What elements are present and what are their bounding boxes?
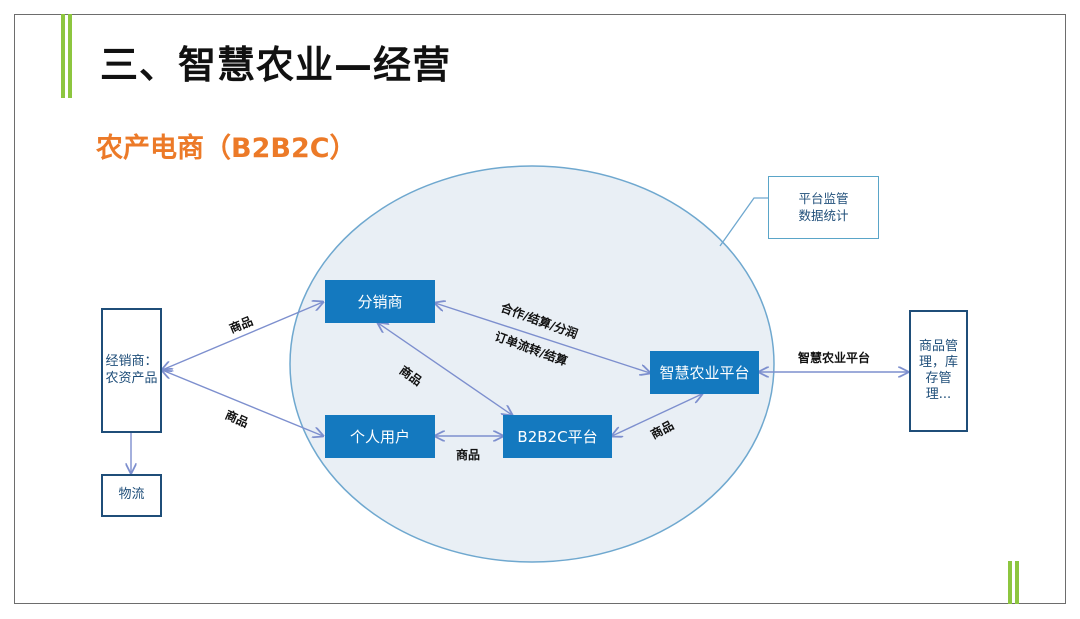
dealer-node: 经销商：农资产品	[101, 308, 162, 433]
supervision-node: 平台监管 数据统计	[768, 176, 879, 239]
accent-bar-right-2	[1015, 561, 1019, 604]
smart-platform-node: 智慧农业平台	[650, 351, 759, 394]
accent-bar-left-2	[68, 14, 72, 98]
logistics-node: 物流	[101, 474, 162, 517]
edge-dealer-distributor	[162, 302, 323, 370]
supervision-label: 平台监管 数据统计	[798, 191, 849, 223]
edge-label-individual-b2b2c: 商品	[456, 448, 481, 462]
distributor-label: 分销商	[357, 293, 403, 311]
distributor-node: 分销商	[325, 280, 435, 323]
edge-b2b2c-smart	[612, 394, 702, 436]
smart-platform-label: 智慧农业平台	[659, 364, 750, 382]
section-subtitle: 农产电商（B2B2C）	[96, 133, 357, 164]
callout-line	[719, 197, 768, 247]
individual-label: 个人用户	[349, 428, 410, 446]
logistics-label: 物流	[118, 487, 145, 503]
management-node: 商品管理，库存管理...	[909, 310, 968, 432]
management-label: 商品管理，库存管理...	[918, 338, 958, 403]
edge-dealer-individual	[162, 370, 323, 436]
b2b2c-node: B2B2C平台	[503, 415, 612, 458]
edge-distributor-smart	[435, 303, 650, 373]
page-title: 三、智慧农业—经营	[100, 43, 452, 87]
accent-bar-left-1	[61, 14, 65, 98]
edge-label-smart-management: 智慧农业平台	[798, 351, 871, 365]
b2b2c-label: B2B2C平台	[517, 428, 598, 446]
individual-node: 个人用户	[325, 415, 435, 458]
dealer-label: 经销商：农资产品	[105, 354, 158, 386]
accent-bar-right-1	[1008, 561, 1012, 604]
